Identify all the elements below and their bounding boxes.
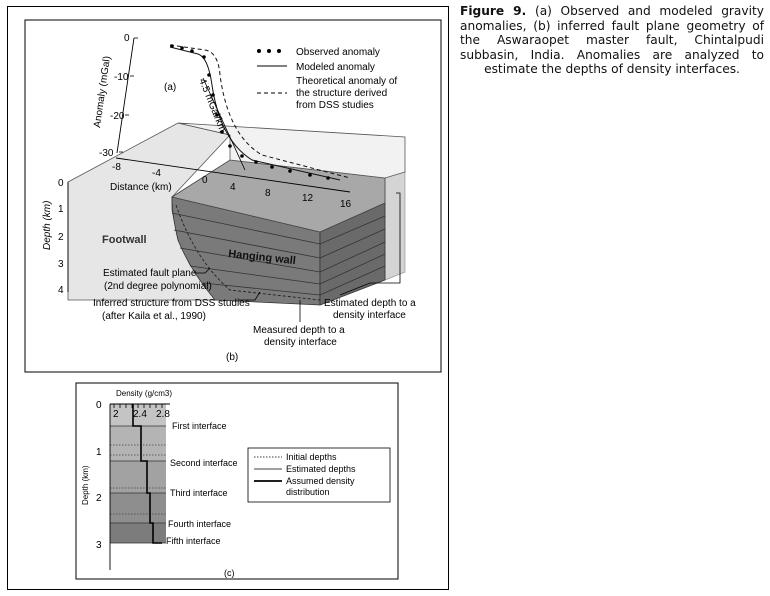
- measured-annot-2: density interface: [264, 337, 337, 348]
- depth-b-tick-2: 2: [58, 232, 64, 243]
- assumed-density-line: [132, 404, 162, 544]
- anomaly-tick-3: -30: [99, 148, 114, 159]
- legend-assumed-1: Assumed density: [286, 476, 355, 486]
- distance-tick-0: -8: [112, 162, 121, 173]
- figure-caption: Figure 9. (a) Observed and modeled gravi…: [460, 4, 764, 77]
- block-back-face: [384, 164, 406, 281]
- footwall-label: Footwall: [102, 234, 147, 246]
- density-interfaces: [171, 212, 386, 296]
- figure-label: Figure 9.: [460, 4, 527, 18]
- interface-label-3: Third interface: [170, 488, 228, 498]
- panel-b-label: (b): [226, 352, 238, 363]
- figure-graphics: 0 -10 -20 -30 Anomaly (mGal) -8 -4 0 4 8…: [24, 19, 442, 580]
- depth-b-tick-0: 0: [58, 178, 64, 189]
- estimated-annot-1: Estimated depth to a: [324, 298, 416, 309]
- depth-b-tick-3: 3: [58, 259, 64, 270]
- distance-tick-5: 12: [302, 193, 314, 204]
- depth-c-tick-2: 2: [96, 493, 102, 504]
- dss-annot-2: (after Kaila et al., 1990): [102, 311, 206, 322]
- estimated-annot-2: density interface: [333, 310, 406, 321]
- figure-frame: [7, 6, 449, 590]
- gradient-pointer: [202, 77, 246, 171]
- distance-tick-1: -4: [152, 168, 161, 179]
- legend-estimated: Estimated depths: [286, 464, 356, 474]
- distance-tick-6: 16: [340, 199, 352, 210]
- fault-plane-annot-1: Estimated fault plane: [103, 268, 197, 279]
- fault-plane-annot-2: (2nd degree polynomial): [104, 281, 212, 292]
- density-c-tick-1: 2.4: [133, 409, 147, 420]
- density-c-tick-0: 2: [113, 409, 119, 420]
- density-c-axis-label: Density (g/cm3): [116, 389, 172, 398]
- legend-initial: Initial depths: [286, 452, 337, 462]
- legend-assumed-2: distribution: [286, 487, 330, 497]
- panel-a-label: (a): [164, 82, 176, 93]
- legend-theoretical-1: Theoretical anomaly of: [296, 76, 397, 87]
- dss-annot-1: Inferred structure from DSS studies: [93, 298, 250, 309]
- panel-c-legend-box: [247, 447, 391, 503]
- distance-tick-3: 4: [230, 182, 236, 193]
- depth-c-tick-0: 0: [96, 400, 102, 411]
- anomaly-ticks: [119, 37, 138, 153]
- annotation-pointers: [193, 192, 401, 322]
- legend-theoretical-2: the structure derived: [296, 88, 387, 99]
- density-c-tick-2: 2.8: [156, 409, 170, 420]
- legend-theoretical-3: from DSS studies: [296, 100, 374, 111]
- depth-c-tick-1: 1: [96, 447, 102, 458]
- observed-anomaly-points: [170, 44, 330, 180]
- panel-a-legend: [257, 49, 287, 94]
- interface-label-1: First interface: [172, 421, 227, 431]
- interface-label-4: Fourth interface: [168, 519, 231, 529]
- legend-observed: Observed anomaly: [296, 47, 380, 58]
- depth-c-tick-3: 3: [96, 540, 102, 551]
- distance-axis: [115, 157, 351, 193]
- legend-modeled: Modeled anomaly: [296, 62, 375, 73]
- anomaly-tick-2: -20: [110, 111, 125, 122]
- surface-plane: [177, 122, 406, 179]
- theoretical-anomaly-curve: [169, 44, 351, 179]
- anomaly-axis: [116, 37, 135, 154]
- anomaly-tick-1: -10: [114, 72, 129, 83]
- panel-c-label: (c): [224, 568, 235, 578]
- distance-axis-label: Distance (km): [110, 182, 172, 193]
- measured-annot-1: Measured depth to a: [253, 325, 345, 336]
- anomaly-tick-0: 0: [124, 33, 130, 44]
- distance-tick-4: 8: [265, 188, 271, 199]
- density-c-ticks: [113, 404, 163, 408]
- depth-b-tick-4: 4: [58, 285, 64, 296]
- density-column: [110, 404, 166, 543]
- distance-tick-2: 0: [202, 175, 208, 186]
- depth-c-axis-label: Depth (km): [81, 465, 90, 505]
- interface-label-5: Fifth interface: [166, 536, 221, 546]
- caption-text: (a) Observed and modeled gravity anomali…: [460, 4, 764, 77]
- depth-b-tick-1: 1: [58, 204, 64, 215]
- initial-interface-lines: [110, 444, 166, 515]
- hanging-wall-front: [171, 196, 321, 306]
- interface-label-2: Second interface: [170, 458, 238, 468]
- depth-b-axis-label: Depth (km): [42, 201, 53, 250]
